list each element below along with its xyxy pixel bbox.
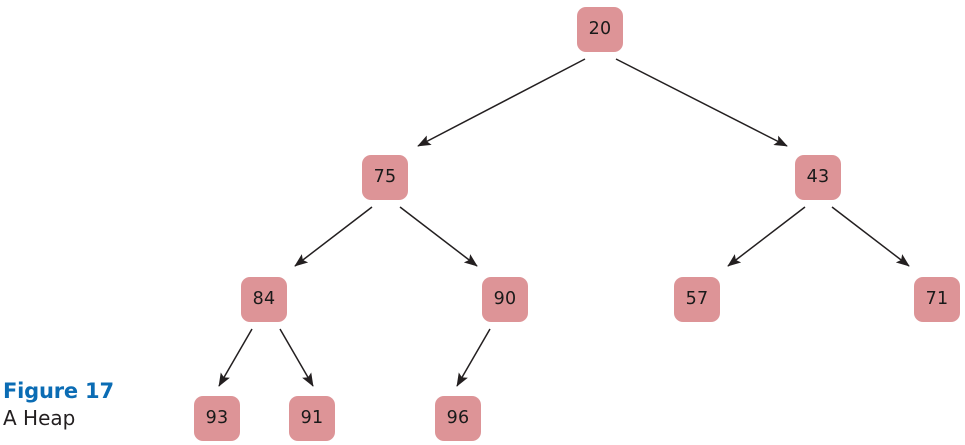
tree-edge-43-to-57 — [727, 206, 806, 267]
tree-node-96[interactable]: 96 — [435, 396, 481, 441]
tree-edge-90-to-96 — [456, 328, 491, 387]
figure-caption-title: Figure 17 — [3, 379, 114, 403]
tree-node-label: 43 — [806, 166, 830, 187]
tree-node-label: 75 — [373, 166, 397, 187]
figure-caption: Figure 17 A Heap — [3, 379, 193, 430]
tree-node-91[interactable]: 91 — [289, 396, 335, 441]
figure-caption-subtitle: A Heap — [3, 405, 76, 430]
tree-node-label: 84 — [252, 288, 276, 309]
tree-node-label: 96 — [446, 407, 470, 428]
tree-node-84[interactable]: 84 — [241, 277, 287, 322]
tree-node-label: 57 — [685, 288, 709, 309]
tree-edge-84-to-93 — [218, 328, 253, 387]
tree-edge-20-to-75 — [417, 58, 586, 147]
tree-node-label: 90 — [493, 288, 517, 309]
tree-node-label: 20 — [588, 18, 612, 39]
tree-node-57[interactable]: 57 — [674, 277, 720, 322]
tree-node-90[interactable]: 90 — [482, 277, 528, 322]
tree-node-93[interactable]: 93 — [194, 396, 240, 441]
tree-edge-43-to-71 — [831, 206, 910, 267]
tree-node-75[interactable]: 75 — [362, 155, 408, 200]
tree-edge-75-to-90 — [399, 206, 478, 267]
tree-node-label: 93 — [205, 407, 229, 428]
tree-node-label: 91 — [300, 407, 324, 428]
tree-edge-84-to-91 — [279, 328, 314, 387]
tree-node-label: 71 — [925, 288, 949, 309]
tree-node-20[interactable]: 20 — [577, 7, 623, 52]
tree-edge-20-to-43 — [615, 58, 788, 147]
tree-node-43[interactable]: 43 — [795, 155, 841, 200]
tree-edge-75-to-84 — [294, 206, 373, 267]
tree-node-71[interactable]: 71 — [914, 277, 960, 322]
